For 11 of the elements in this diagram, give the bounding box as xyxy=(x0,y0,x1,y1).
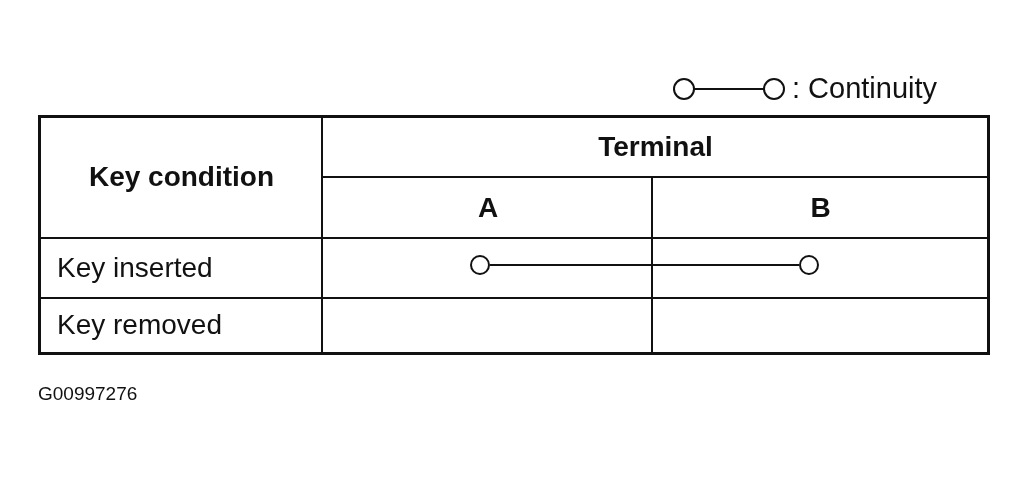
figure-code: G00997276 xyxy=(38,383,138,405)
column-header: Terminal xyxy=(598,132,713,163)
terminal-circle xyxy=(799,255,819,275)
row-label: Key inserted xyxy=(57,252,213,284)
continuity-line xyxy=(489,264,800,266)
column-header: A xyxy=(477,192,499,224)
legend-text: : Continuity xyxy=(792,72,938,105)
column-header: B xyxy=(810,192,831,224)
terminal-circle xyxy=(470,255,490,275)
column-header: Key condition xyxy=(88,162,275,193)
row-label: Key removed xyxy=(57,310,222,341)
